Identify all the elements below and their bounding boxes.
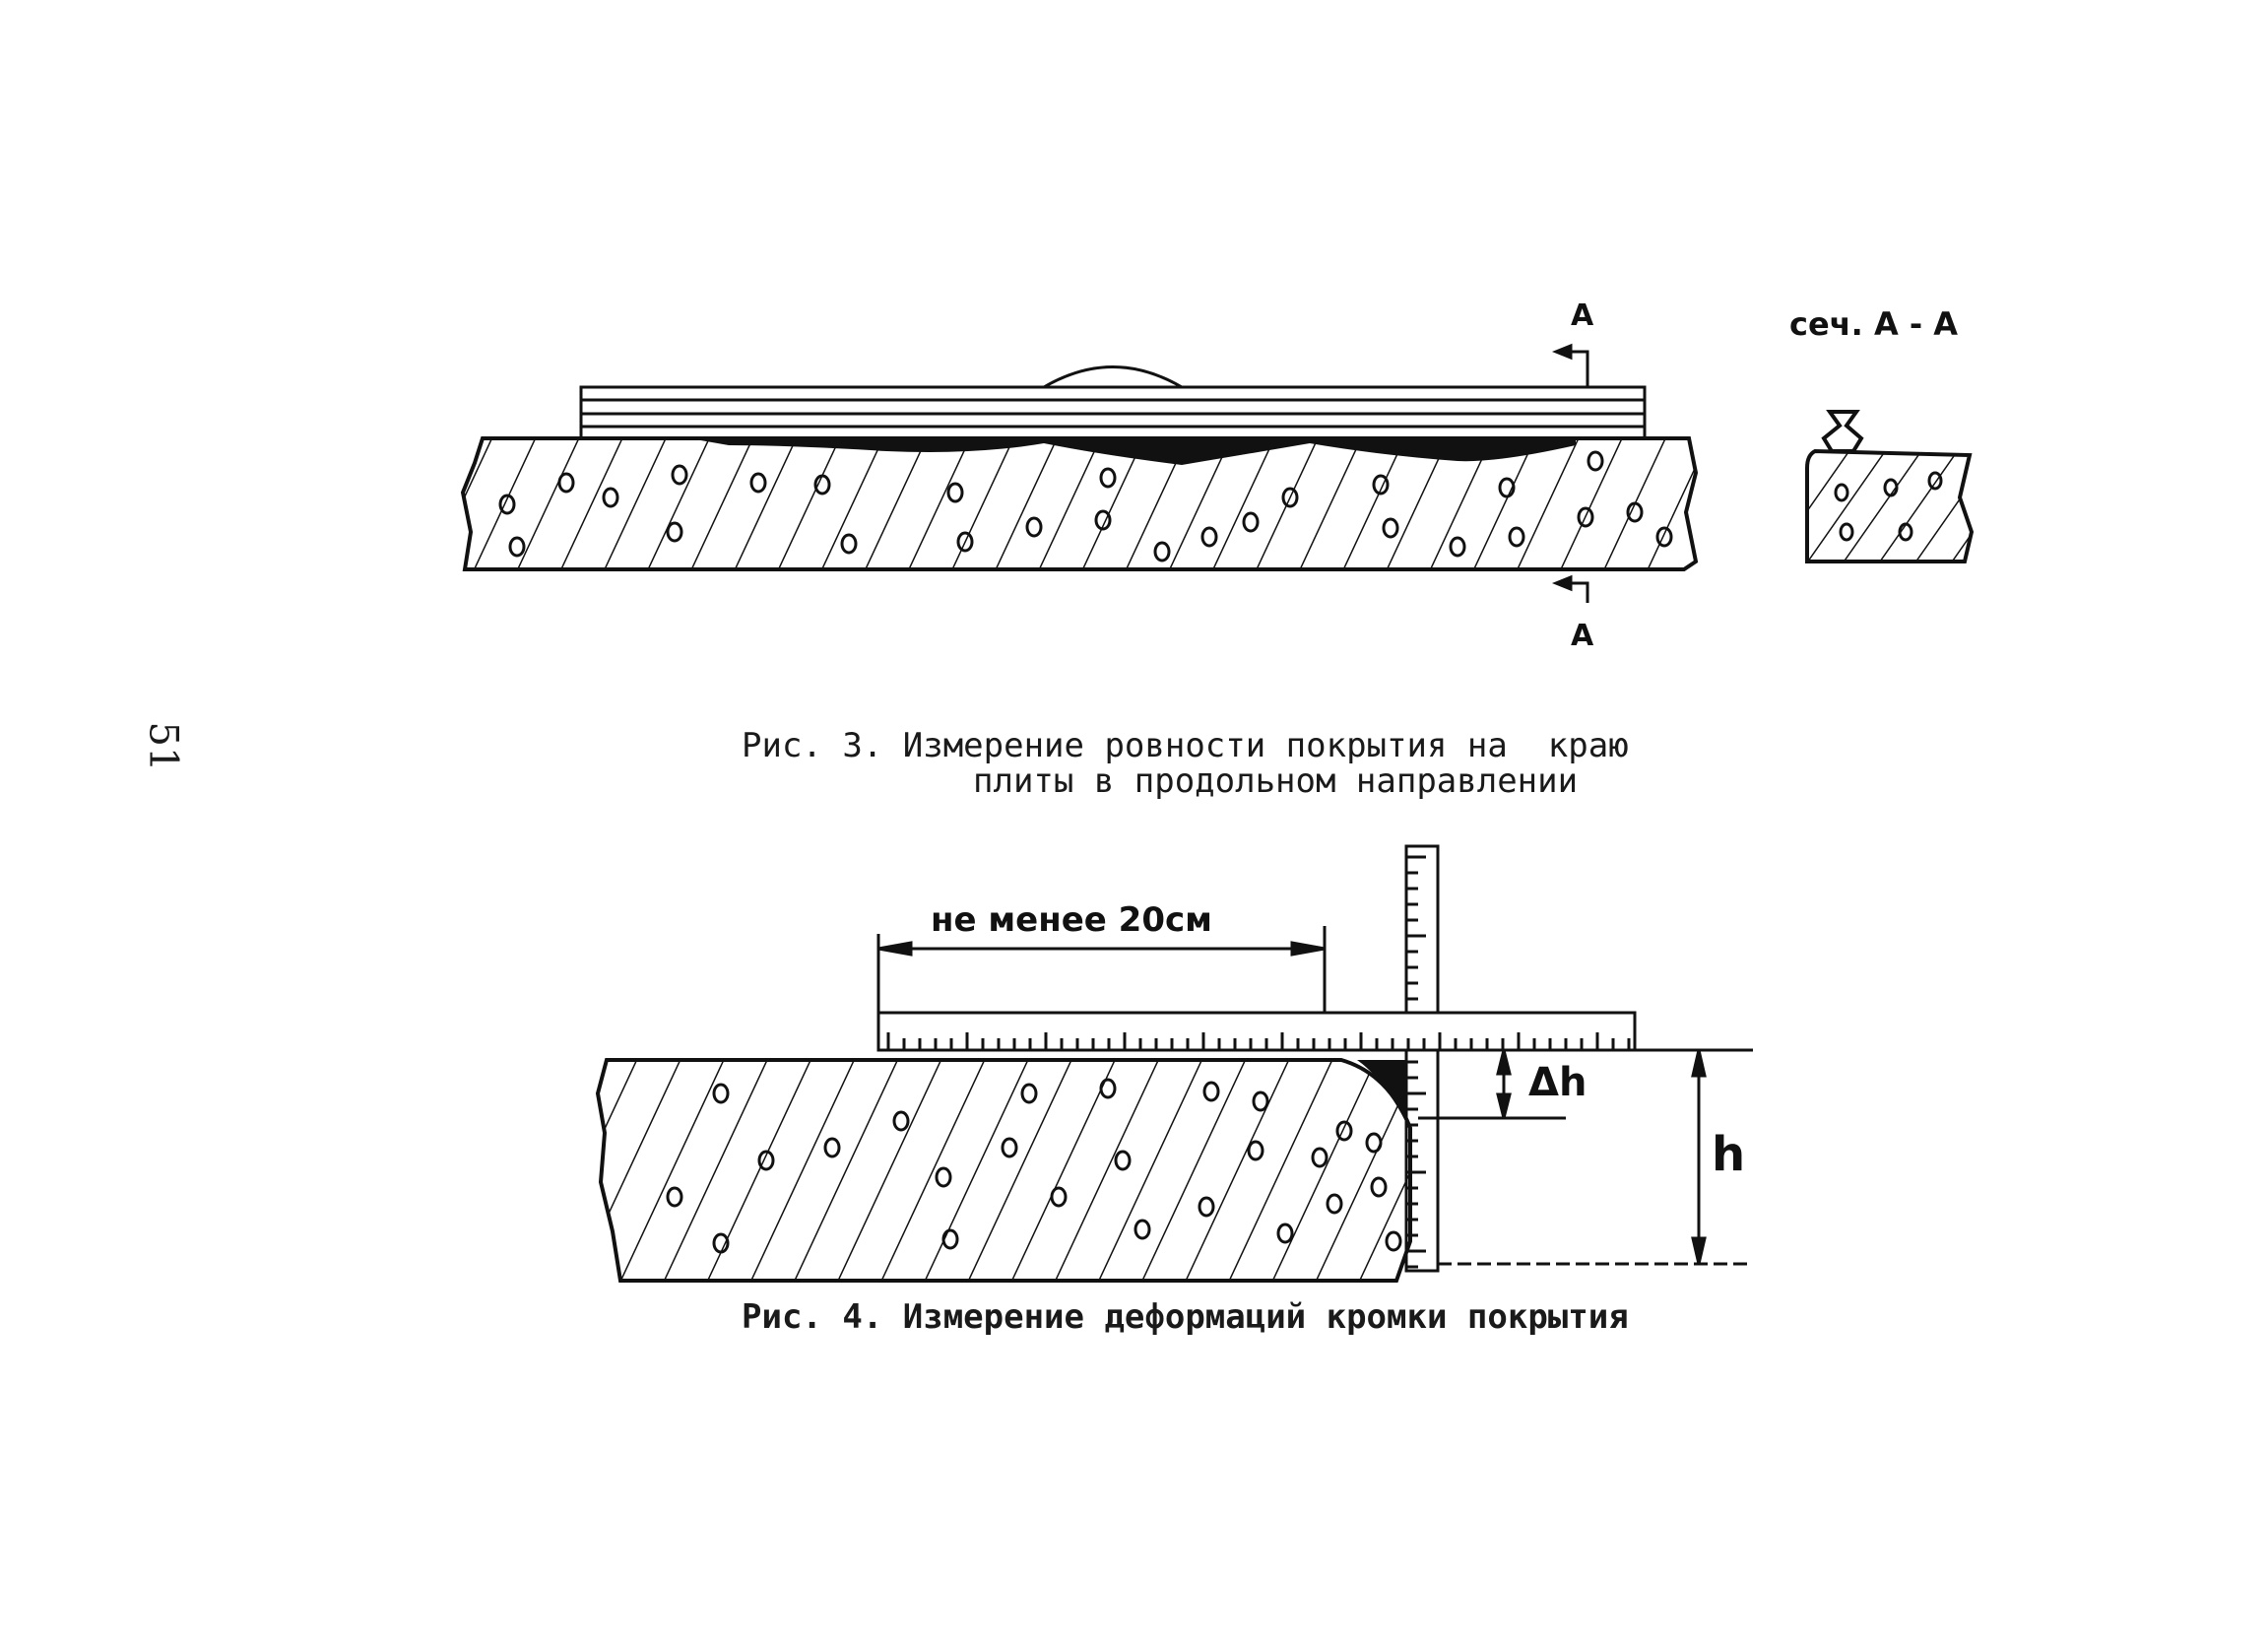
figure-4-caption: Рис. 4. Измерение деформаций кромки покр…: [742, 1297, 1629, 1337]
aggregate-dots: [666, 1078, 1402, 1254]
horizontal-ruler: [876, 1011, 1637, 1052]
page-number: 51: [140, 721, 186, 772]
h-label: h: [1712, 1127, 1745, 1182]
h-dimension: [1438, 1049, 1753, 1266]
section-mark-bottom: А: [1571, 619, 1594, 653]
section-rail-profile: [1821, 410, 1864, 453]
straightedge-rail: [579, 385, 1647, 440]
delta-h-label: Δh: [1528, 1060, 1587, 1105]
section-line-marker: [1551, 343, 1589, 603]
level-bubble: [1043, 365, 1183, 389]
figure-4: не менее 20см Δh h: [595, 844, 1753, 1283]
section-mark-top: А: [1571, 298, 1594, 333]
dimension-label: не менее 20см: [931, 900, 1212, 940]
surface-gap: [689, 438, 1576, 465]
slab-4: [595, 1058, 1412, 1283]
figure-3: А А сеч. А - А: [460, 298, 1975, 653]
cross-section-a-a: [1805, 410, 1975, 563]
section-title: сеч. А - А: [1789, 305, 1958, 343]
figure-3-caption-line1: Рис. 3. Измерение ровности покрытия на к…: [742, 726, 1629, 765]
delta-h-dimension: [1418, 1048, 1753, 1120]
slab-3: [460, 436, 1699, 571]
aggregate-dots: [498, 450, 1673, 562]
edge-deformation: [1357, 1060, 1406, 1123]
figure-3-caption-line2: плиты в продольном направлении: [973, 761, 1579, 801]
dimension-20cm: [876, 926, 1327, 1013]
